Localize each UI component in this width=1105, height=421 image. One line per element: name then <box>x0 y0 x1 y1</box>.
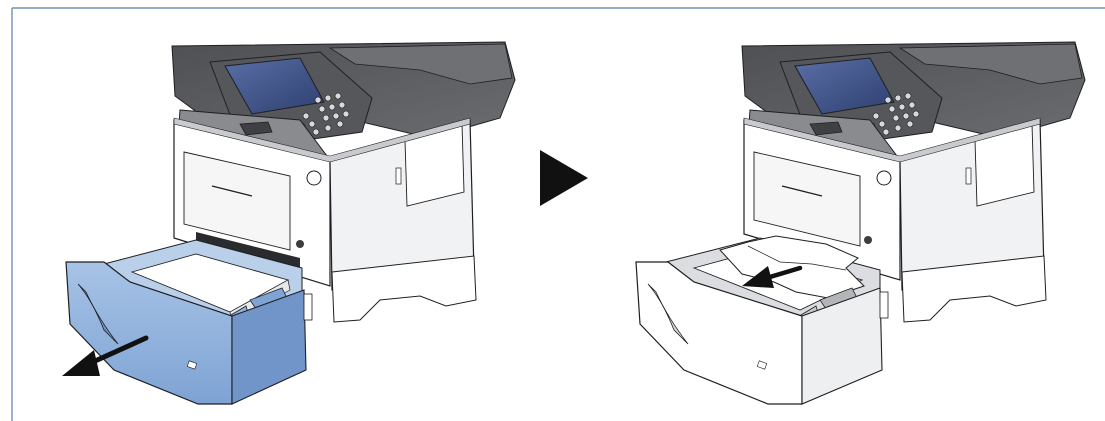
cassette-handle-right <box>647 283 689 345</box>
front-cover-slot-right <box>781 185 823 197</box>
output-tray-handle-left <box>239 121 273 136</box>
remove-paper-arrow-icon <box>742 265 803 288</box>
release-button-right <box>864 236 872 244</box>
side-latch-left <box>395 167 402 185</box>
cassette-label-right <box>756 360 768 370</box>
front-cover-left <box>183 151 291 251</box>
play-triangle-icon <box>540 150 588 206</box>
adf-tray-left <box>328 43 513 85</box>
body-top-edge-right <box>743 117 1041 163</box>
cassette-handle-left <box>77 283 119 345</box>
cassette-side-left <box>231 289 307 405</box>
cassette-lever-right <box>879 291 889 319</box>
printer-right <box>635 41 1086 405</box>
paper-cassette-right <box>635 235 889 405</box>
power-button-left <box>306 170 322 186</box>
body-top-edge-left <box>173 117 471 163</box>
output-tray-handle-right <box>809 121 843 136</box>
cassette-label-left <box>186 360 198 370</box>
printer-base-right <box>901 255 1047 323</box>
jammed-paper-fold <box>747 245 847 271</box>
printer-base-left <box>331 255 477 323</box>
power-button-right <box>876 170 892 186</box>
side-latch-right <box>965 167 972 185</box>
cassette-side-right <box>801 287 883 405</box>
front-cover-slot-left <box>211 185 253 197</box>
keypad-right <box>868 92 920 136</box>
pull-arrow-icon <box>62 335 149 376</box>
printer-left <box>62 41 516 405</box>
cassette-lever-left <box>303 293 313 321</box>
front-cover-right <box>753 151 861 247</box>
adf-tray-right <box>898 43 1083 85</box>
touch-screen-right <box>794 57 895 115</box>
paper-cassette-left <box>65 239 313 405</box>
touch-screen-left <box>224 57 325 115</box>
release-button-left <box>296 240 304 248</box>
